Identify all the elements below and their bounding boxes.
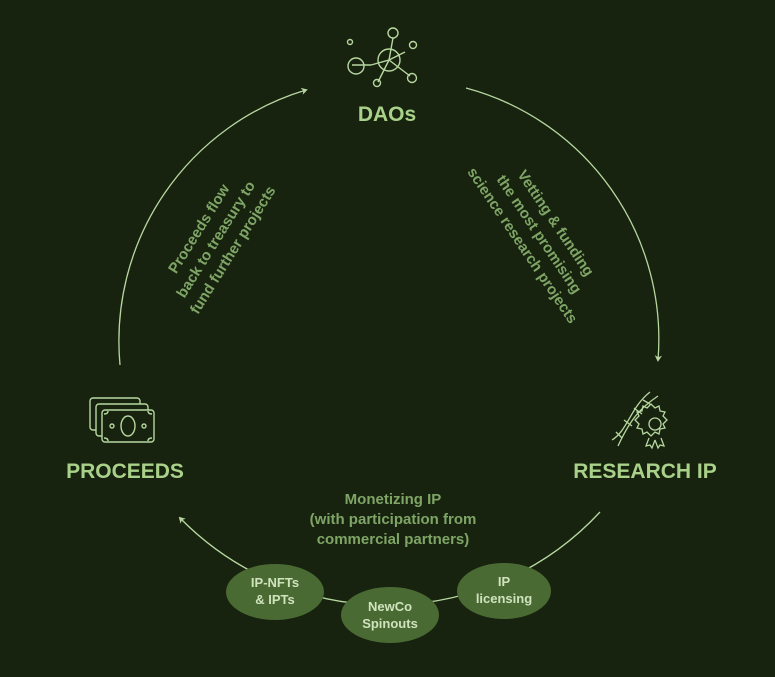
pill-ip-licensing: IP licensing — [457, 563, 551, 619]
svg-text:(with participation from: (with participation from — [310, 511, 477, 528]
svg-text:IP-NFTs: IP-NFTs — [251, 575, 299, 590]
svg-text:licensing: licensing — [476, 591, 532, 606]
pill-newco-spinouts: NewCo Spinouts — [341, 587, 439, 643]
svg-text:NewCo: NewCo — [368, 599, 412, 614]
proceeds-label: PROCEEDS — [66, 460, 184, 483]
svg-text:Monetizing IP: Monetizing IP — [345, 491, 442, 508]
svg-text:& IPTs: & IPTs — [255, 592, 295, 607]
banknotes-icon — [89, 397, 155, 443]
flow-text-daos-to-research: Vetting & funding the most promising sci… — [464, 165, 597, 327]
pill-ip-nfts: IP-NFTs & IPTs — [226, 564, 324, 620]
svg-text:Spinouts: Spinouts — [362, 616, 418, 631]
dna-badge-icon — [611, 391, 668, 450]
arrow-proceeds-to-daos — [118, 87, 308, 366]
arrow-daos-to-research — [465, 87, 662, 362]
svg-text:commercial partners): commercial partners) — [317, 531, 470, 548]
daos-label: DAOs — [358, 103, 416, 126]
network-nodes-icon — [346, 27, 418, 88]
svg-text:IP: IP — [498, 574, 511, 589]
flow-text-proceeds-to-daos: Proceeds flow back to treasury to fund f… — [165, 178, 279, 317]
flow-text-research-to-proceeds: Monetizing IP (with participation from c… — [310, 491, 477, 548]
research-ip-label: RESEARCH IP — [573, 460, 717, 483]
